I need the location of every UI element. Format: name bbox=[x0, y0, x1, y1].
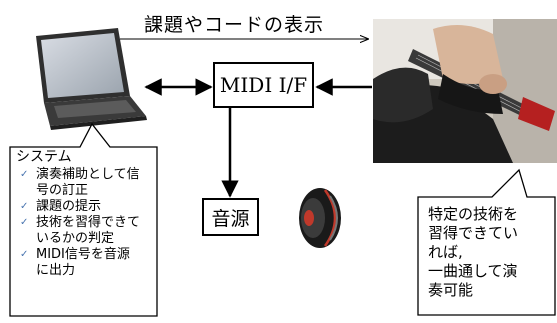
system-callout-text: システム ✓演奏補助として信号の訂正 ✓課題の提示 ✓技術を習得できているかの判… bbox=[16, 149, 156, 279]
skill-line: 習得できてい bbox=[428, 224, 519, 242]
check-icon: ✓ bbox=[20, 169, 29, 180]
system-item: ✓課題の提示 bbox=[20, 199, 102, 214]
check-icon: ✓ bbox=[20, 217, 29, 228]
system-title: システム bbox=[16, 149, 72, 165]
skill-line: 奏可能 bbox=[428, 281, 474, 299]
check-icon: ✓ bbox=[20, 201, 29, 212]
midi-interface-box: MIDI I/F bbox=[213, 62, 314, 108]
system-list: ✓演奏補助として信号の訂正 ✓課題の提示 ✓技術を習得できているかの判定 ✓MI… bbox=[16, 167, 156, 279]
sound-source-box: 音源 bbox=[202, 198, 259, 236]
skill-line: 特定の技術を bbox=[428, 205, 519, 223]
system-item: ✓MIDI信号を音源に出力 bbox=[20, 247, 130, 278]
skill-line: れば, bbox=[428, 243, 463, 261]
system-callout bbox=[9, 122, 158, 317]
check-icon: ✓ bbox=[20, 249, 29, 260]
skill-callout-text: 特定の技術を 習得できてい れば, 一曲通して演 奏可能 bbox=[428, 205, 557, 300]
guitar-player-photo bbox=[373, 19, 557, 163]
speaker-icon bbox=[299, 188, 341, 248]
system-item: ✓演奏補助として信号の訂正 bbox=[20, 167, 140, 198]
display-label: 課題やコードの表示 bbox=[144, 14, 325, 36]
skill-line: 一曲通して演 bbox=[428, 262, 518, 280]
system-item: ✓技術を習得できているかの判定 bbox=[20, 215, 141, 246]
laptop-icon bbox=[36, 28, 147, 130]
skill-callout bbox=[417, 168, 556, 316]
